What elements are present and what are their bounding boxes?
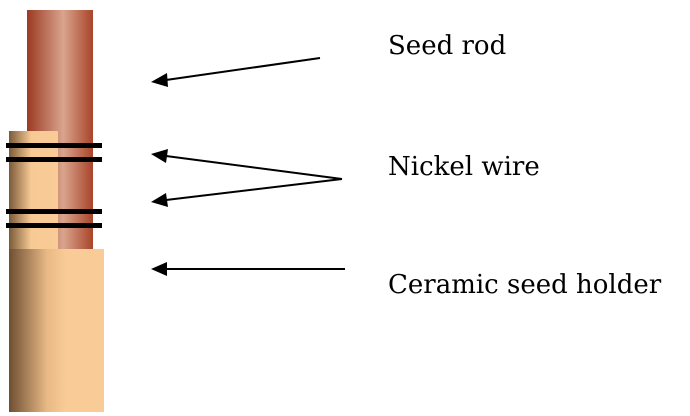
seed-rod-label: Seed rod [388, 31, 507, 61]
ceramic-seed-holder [9, 249, 104, 412]
nickel-wire-arrow-lower [151, 178, 343, 207]
seed-rod-arrow [151, 57, 321, 87]
nickel-wire-band [6, 143, 102, 148]
nickel-wire-band [6, 223, 102, 228]
ceramic-seed-holder-label: Ceramic seed holder [388, 270, 662, 300]
nickel-wire-arrow-upper [151, 149, 343, 180]
nickel-wire-band [6, 209, 102, 214]
upper-holder-sleeve [9, 131, 58, 250]
ceramic-holder-arrow [151, 262, 345, 276]
nickel-wire-band [6, 157, 102, 162]
nickel-wire-label: Nickel wire [388, 152, 540, 182]
